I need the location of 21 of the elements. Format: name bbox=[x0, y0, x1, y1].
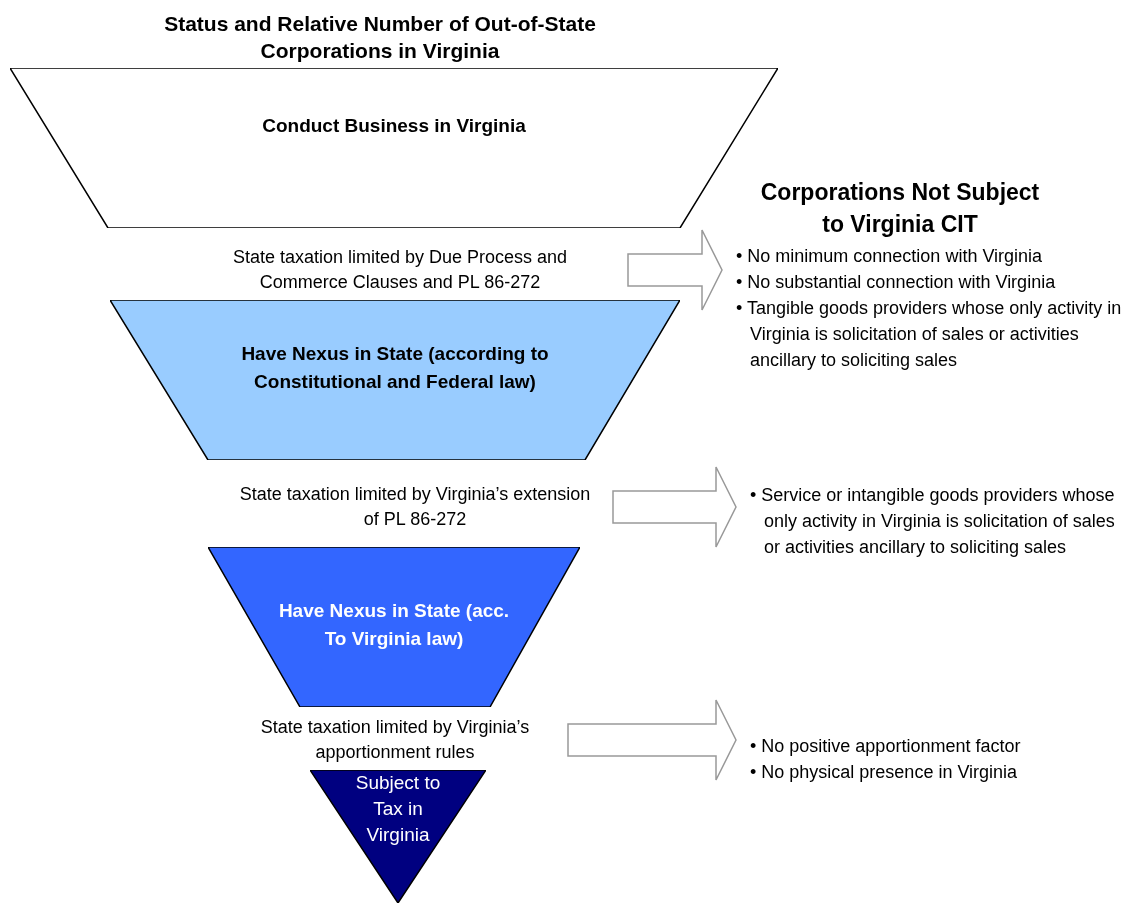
bullet-point: • No physical presence in Virginia bbox=[750, 761, 1019, 784]
diagram-title: Status and Relative Number of Out-of-State Corporations in Virginia bbox=[163, 11, 597, 64]
funnel-label: Have Nexus in State (acc. To Virginia law) bbox=[277, 599, 511, 651]
bullet-point: • No substantial connection with Virginia bbox=[736, 271, 1057, 294]
limitation-text: State taxation limited by Virginia’s extension of PL 86-272 bbox=[235, 482, 595, 532]
bullet-point: • No positive apportionment factor bbox=[750, 735, 1022, 758]
bullet-point: • No minimum connection with Virginia bbox=[736, 245, 1044, 268]
block-arrow bbox=[612, 466, 737, 548]
funnel-label: Subject to Tax in Virginia bbox=[354, 771, 442, 847]
funnel-stage bbox=[110, 300, 680, 460]
limitation-text: State taxation limited by Due Process and Commerce Clauses and PL 86-272 bbox=[190, 245, 610, 295]
funnel-stage bbox=[208, 547, 580, 707]
bullet-point: • Tangible goods providers whose only activity in Virginia is solicitation of sales or activities ancillary to soliciting sales bbox=[736, 297, 1123, 372]
bullet-point: • Service or intangible goods providers whose only activity in Virginia is solicitation of sales or activities ancillary to soliciting sales bbox=[750, 484, 1116, 559]
block-arrow bbox=[627, 229, 723, 311]
funnel-label: Have Nexus in State (according to Constitutional and Federal law) bbox=[240, 342, 550, 394]
funnel-label: Conduct Business in Virginia bbox=[261, 114, 527, 138]
block-arrow bbox=[567, 699, 737, 781]
funnel-stage bbox=[310, 770, 486, 903]
limitation-text: State taxation limited by Virginia’s apportionment rules bbox=[240, 715, 550, 765]
column-heading: Corporations Not Subject to Virginia CIT bbox=[759, 178, 1041, 239]
